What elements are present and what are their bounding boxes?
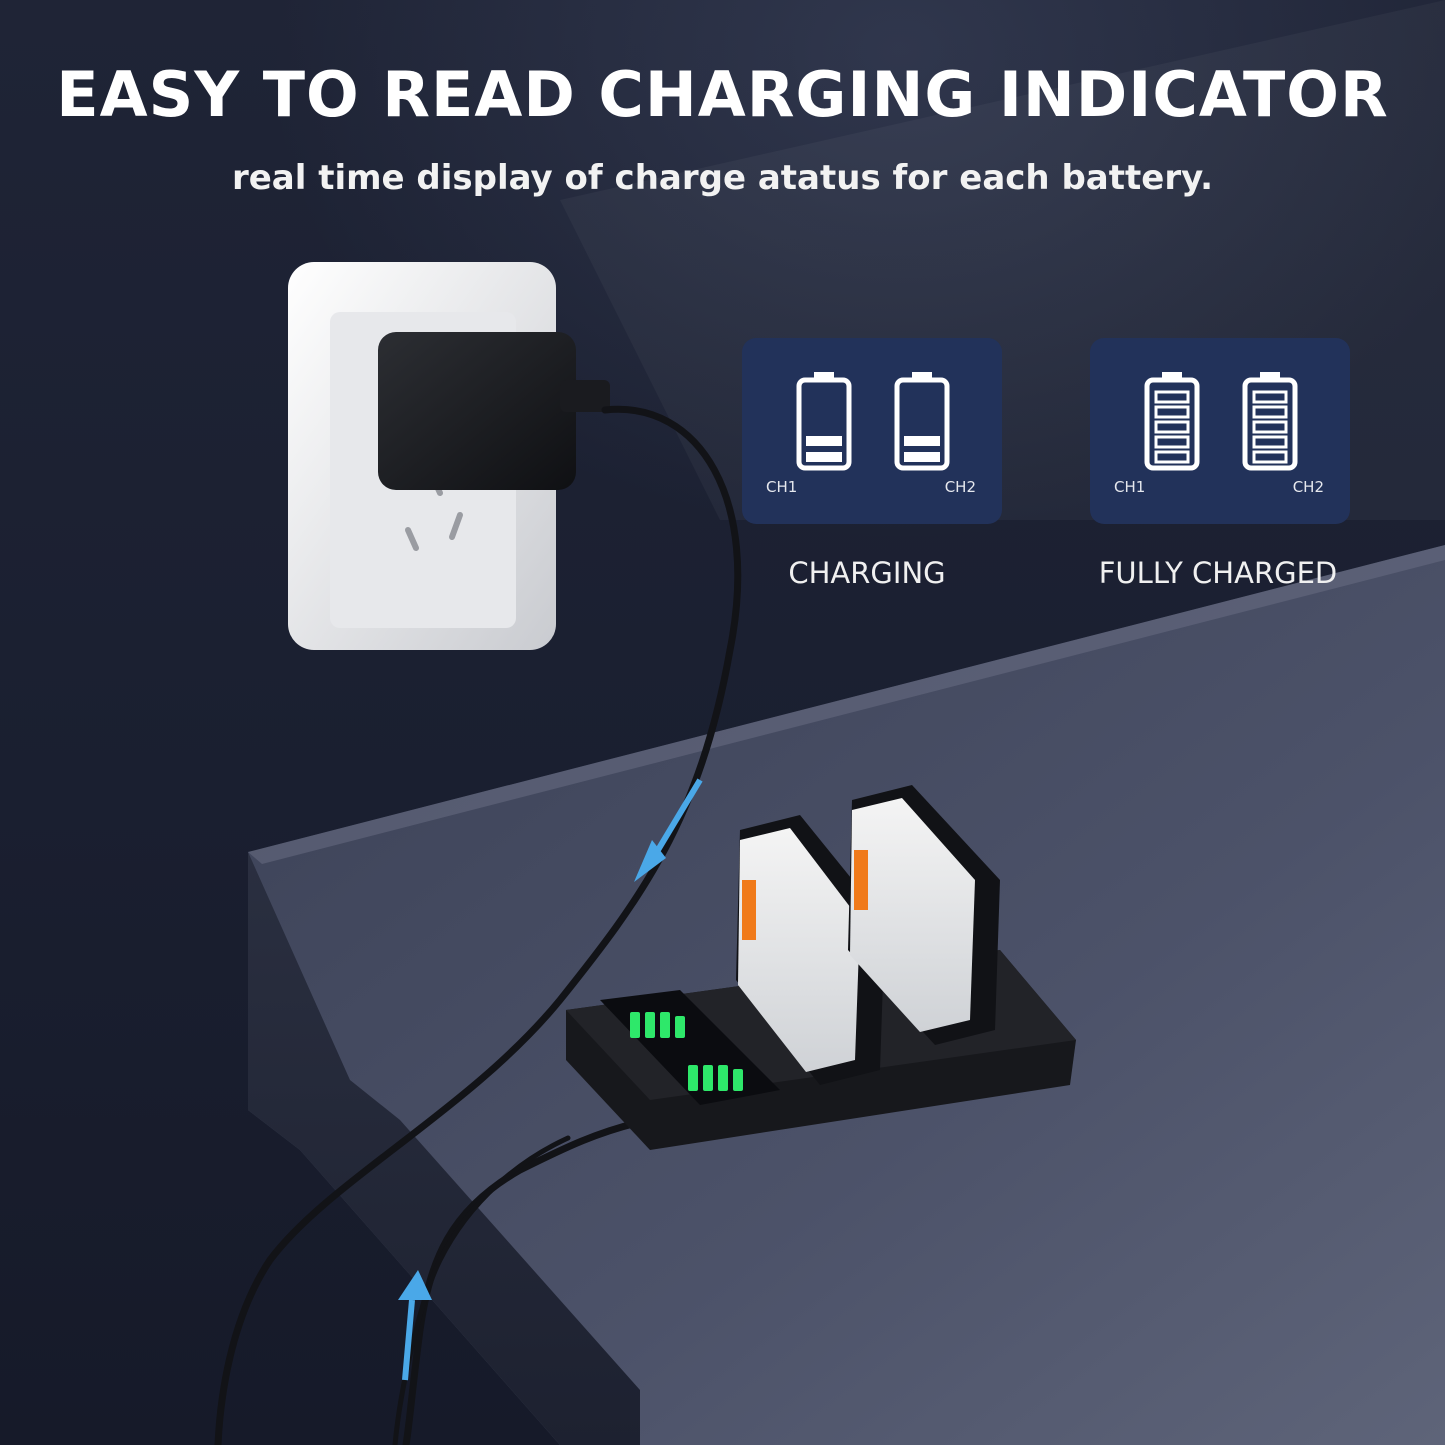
- charging-battery-icons: [796, 372, 950, 471]
- battery-level-bar: [806, 436, 842, 446]
- headline: EASY TO READ CHARGING INDICATOR: [56, 58, 1389, 131]
- fully-charged-caption: FULLY CHARGED: [1098, 556, 1338, 590]
- battery-level-bar: [1154, 390, 1190, 404]
- battery-level-bar: [904, 436, 940, 446]
- battery-level-bar: [1252, 390, 1288, 404]
- dual-battery-charger: [566, 785, 1076, 1150]
- battery-icon: [1242, 372, 1298, 471]
- battery-pack-2: [848, 785, 1000, 1045]
- charging-indicator-panel: CH1 CH2: [742, 338, 1002, 524]
- battery-level-bar: [1154, 420, 1190, 434]
- fully-charged-indicator-panel: CH1 CH2: [1090, 338, 1350, 524]
- arrow-up-icon: [398, 1270, 432, 1381]
- battery-level-bar: [1154, 450, 1190, 464]
- ch2-label: CH2: [944, 478, 976, 496]
- battery-level-bar: [1154, 405, 1190, 419]
- battery-level-bar: [806, 452, 842, 462]
- battery-pack-1: [736, 815, 885, 1085]
- battery-level-bar: [1154, 435, 1190, 449]
- arrow-down-icon: [634, 778, 703, 882]
- battery-icon: [796, 372, 852, 471]
- battery-level-bar: [1252, 405, 1288, 419]
- battery-level-bar: [1252, 450, 1288, 464]
- charging-caption: CHARGING: [788, 556, 946, 590]
- ch1-label: CH1: [766, 478, 798, 496]
- ch1-label: CH1: [1114, 478, 1146, 496]
- battery-level-bar: [1252, 420, 1288, 434]
- battery-level-bar: [904, 452, 940, 462]
- full-battery-icons: [1144, 372, 1298, 471]
- battery-level-bar: [1252, 435, 1288, 449]
- battery-icon: [894, 372, 950, 471]
- battery-icon: [1144, 372, 1200, 471]
- subheadline: real time display of charge atatus for e…: [231, 158, 1214, 198]
- usb-cable: [214, 405, 742, 1445]
- usb-wall-adapter: [378, 332, 610, 490]
- ch2-label: CH2: [1292, 478, 1324, 496]
